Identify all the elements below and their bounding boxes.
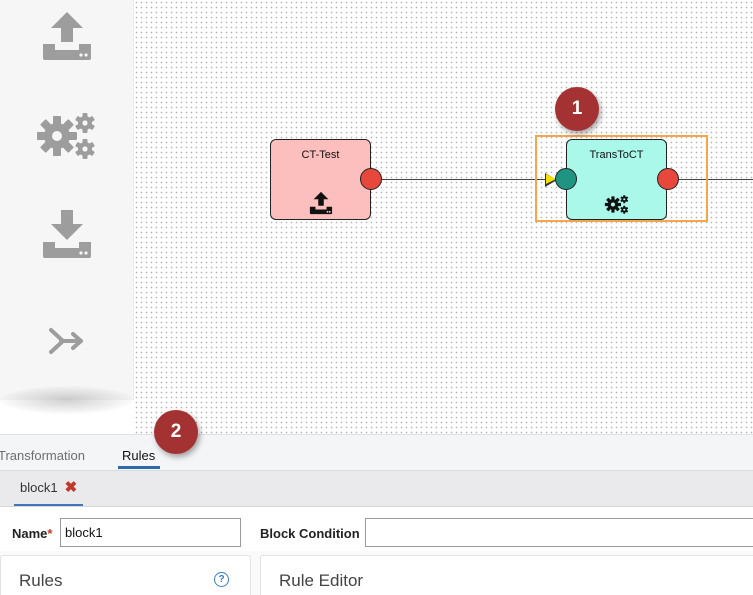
input-port[interactable]	[555, 168, 577, 190]
palette-item-merge[interactable]	[0, 326, 134, 356]
callout-badge-1: 1	[555, 87, 599, 131]
upload-icon	[43, 12, 91, 60]
editor-area: Rules ? Rule Editor	[0, 551, 753, 595]
output-port[interactable]	[657, 168, 679, 190]
help-icon[interactable]: ?	[214, 572, 229, 587]
rules-panel-title: Rules	[19, 571, 63, 590]
selection-box	[535, 135, 708, 222]
palette-shadow	[0, 386, 134, 414]
callout-badge-2: 2	[154, 410, 198, 454]
close-icon[interactable]: ✖	[64, 479, 78, 496]
node-label: TransToCT	[589, 149, 644, 161]
palette-item-transform[interactable]	[0, 110, 134, 162]
palette-sidebar	[0, 0, 134, 400]
gears-icon	[604, 195, 628, 214]
upload-icon	[309, 191, 332, 215]
connector-line[interactable]	[382, 179, 550, 180]
block-condition-label: Block Condition	[260, 526, 360, 541]
rule-editor-title: Rule Editor	[279, 571, 364, 590]
palette-item-target[interactable]	[0, 208, 134, 260]
name-input[interactable]	[60, 518, 241, 547]
rule-editor-panel: Rule Editor	[260, 555, 753, 595]
block-tabs-bar: block1 ✖	[0, 471, 753, 507]
panel-tabs-bar: Transformation Rules	[0, 434, 753, 471]
merge-arrow-icon	[49, 328, 83, 354]
gears-icon	[37, 113, 95, 159]
output-port[interactable]	[360, 168, 382, 190]
palette-item-source[interactable]	[0, 10, 134, 62]
block-form-row: Name* Block Condition	[0, 507, 753, 551]
arrow-head	[546, 174, 556, 184]
tab-rules[interactable]: Rules	[122, 448, 156, 463]
block-condition-input[interactable]	[365, 518, 753, 547]
block-tab[interactable]: block1 ✖	[14, 471, 84, 506]
node-label: CT-Test	[301, 149, 340, 161]
node-ct-test[interactable]: CT-Test	[270, 139, 371, 220]
node-trans-to-ct[interactable]: TransToCT	[566, 139, 667, 220]
name-label: Name*	[12, 526, 53, 541]
download-icon	[43, 210, 91, 258]
connector-line-out[interactable]	[679, 179, 753, 180]
tab-transformation[interactable]: Transformation	[0, 448, 85, 463]
active-tab-indicator	[118, 466, 160, 469]
block-tab-label: block1	[20, 480, 58, 495]
rules-panel: Rules ?	[0, 555, 251, 595]
